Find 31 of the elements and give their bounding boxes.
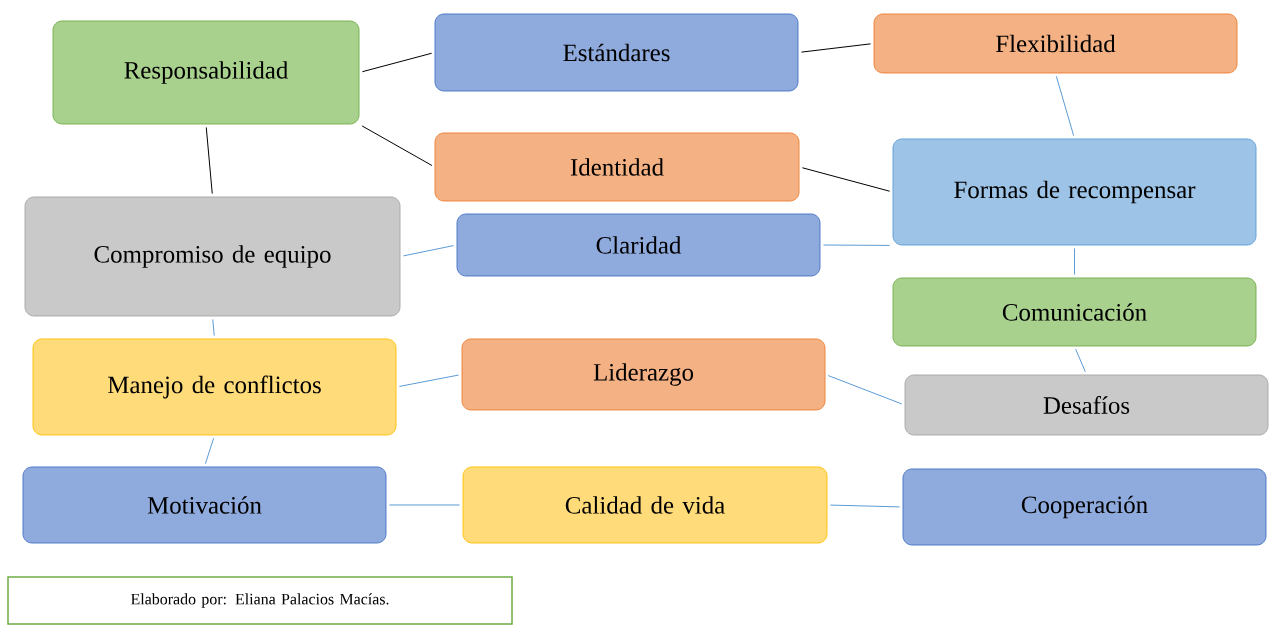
connector-line bbox=[827, 375, 903, 405]
connector-line bbox=[402, 245, 455, 257]
concept-box: Desafíos bbox=[904, 374, 1269, 436]
connector-line bbox=[398, 374, 460, 387]
connector-line bbox=[800, 43, 872, 53]
connector-line bbox=[388, 504, 461, 506]
connector-line bbox=[822, 244, 891, 246]
concept-box: Formas de recompensar bbox=[892, 138, 1257, 246]
connector-line bbox=[204, 437, 215, 465]
credit-box: Elaborado por: Eliana Palacios Macías. bbox=[7, 576, 513, 625]
connector-line bbox=[361, 125, 433, 166]
connector-line bbox=[361, 52, 433, 73]
connector-line bbox=[1074, 247, 1075, 276]
connector-line bbox=[829, 504, 901, 508]
concept-box: Identidad bbox=[434, 132, 800, 202]
concept-box: Claridad bbox=[456, 213, 821, 277]
concept-box: Cooperación bbox=[902, 468, 1267, 546]
connector-line bbox=[801, 167, 891, 192]
concept-box: Motivación bbox=[22, 466, 387, 544]
connector-line bbox=[1055, 75, 1075, 137]
concept-box: Estándares bbox=[434, 13, 799, 92]
concept-box: Manejo de conflictos bbox=[32, 338, 397, 436]
concept-box: Calidad de vida bbox=[462, 466, 828, 544]
concept-box: Flexibilidad bbox=[873, 13, 1238, 74]
connector-line bbox=[1075, 348, 1086, 373]
concept-box: Liderazgo bbox=[461, 338, 826, 411]
connector-line bbox=[212, 318, 215, 337]
connector-line bbox=[205, 126, 213, 195]
concept-box: Responsabilidad bbox=[52, 20, 360, 125]
concept-box: Compromiso de equipo bbox=[24, 196, 401, 317]
concept-box: Comunicación bbox=[892, 277, 1257, 347]
